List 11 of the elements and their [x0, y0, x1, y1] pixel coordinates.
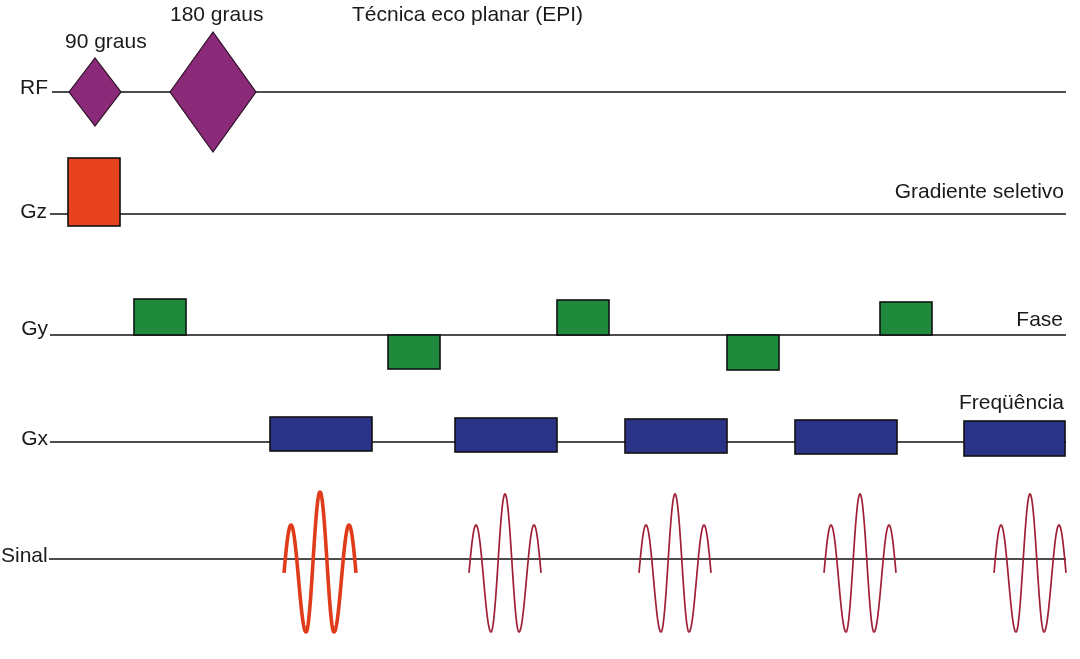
gradient-name-label: Gradiente seletivo — [894, 179, 1064, 204]
gradient-name-label: Fase — [1016, 307, 1063, 332]
pulse-angle-label: 180 graus — [170, 2, 264, 27]
channel-label: Sinal — [1, 543, 48, 568]
diagram-title: Técnica eco planar (EPI) — [352, 2, 584, 27]
gradient-name-label: Freqüência — [958, 390, 1064, 415]
channel-label: RF — [20, 75, 48, 100]
channel-label: Gx — [21, 426, 48, 451]
pulse-angle-label: 90 graus — [65, 29, 147, 54]
channel-label: Gy — [21, 316, 48, 341]
channel-label: Gz — [20, 199, 47, 224]
